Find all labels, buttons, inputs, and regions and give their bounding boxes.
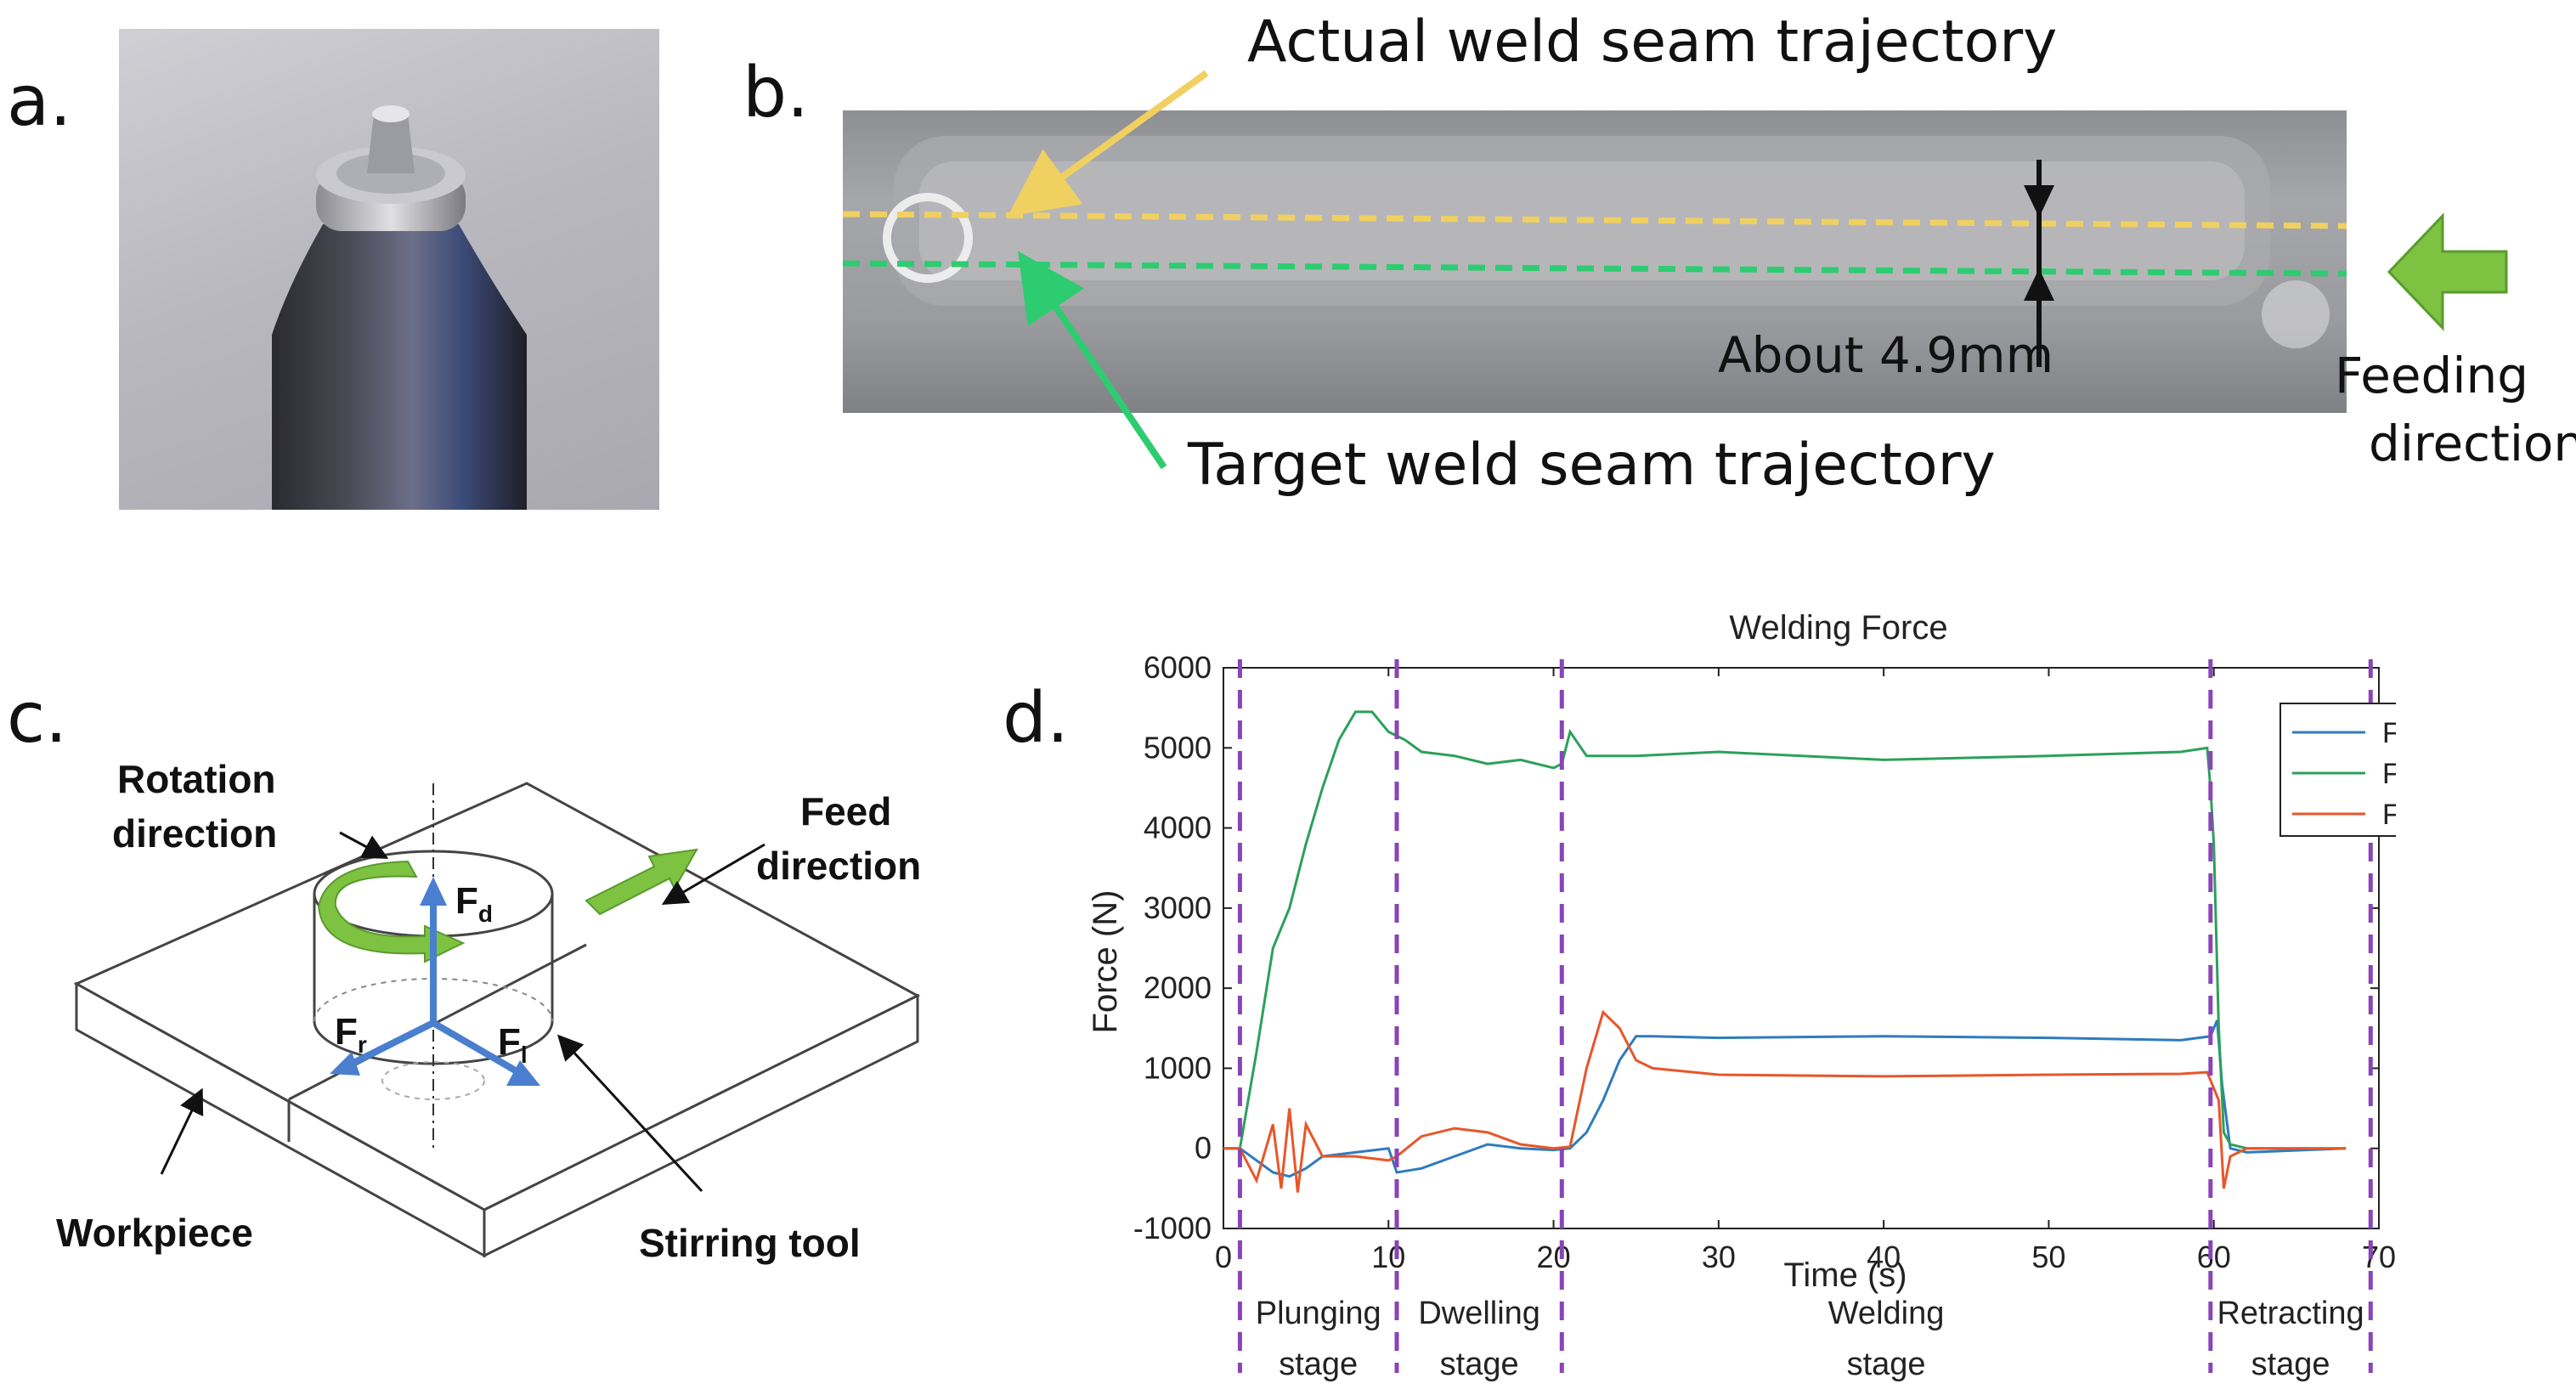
feed-direction-line2: direction [756, 844, 922, 888]
weld-seam-drawing [843, 136, 2347, 348]
stage-label-line2: stage [1279, 1347, 1358, 1382]
fr-label: Fr [335, 1011, 367, 1058]
fl-arrow [431, 1019, 521, 1076]
legend-label-fd: Fd [2382, 758, 2396, 790]
stage-label-line1: Welding [1828, 1296, 1945, 1331]
y-tick-label: 1000 [1144, 1050, 1212, 1085]
welding-force-chart: Welding Force Force (N) Time (s) 0 10 20 30… [1087, 609, 2396, 1382]
feed-leader [661, 843, 765, 906]
y-tick-label: 3000 [1144, 890, 1212, 925]
weld-seam-photo [843, 110, 2347, 413]
panel-label-b: b. [743, 53, 810, 133]
fl-label: Fl [498, 1021, 528, 1068]
tool-photo-drawing [272, 105, 527, 510]
fd-label: Fd [455, 880, 493, 927]
stirring-tool-label: Stirring tool [639, 1221, 861, 1265]
feed-arrow [585, 848, 698, 916]
x-tick-label: 60 [2197, 1240, 2231, 1274]
feeding-direction-line1: Feeding [2335, 347, 2529, 404]
y-tick-label: 2000 [1144, 970, 1212, 1005]
offset-label: About 4.9mm [1718, 326, 2054, 384]
schematic-diagram [73, 782, 921, 1258]
x-axis-label: Time (s) [1783, 1257, 1907, 1294]
series-line-fr [1223, 1009, 2347, 1193]
series-line-fd [1223, 710, 2347, 1150]
plot-frame [1223, 667, 2380, 1229]
feeding-direction-arrow [2387, 212, 2508, 331]
stage-label-line1: Plunging [1256, 1296, 1381, 1331]
rotation-direction-line2: direction [112, 811, 278, 856]
y-tick-label: 4000 [1144, 810, 1212, 845]
feeding-direction-line2: direction [2369, 415, 2576, 472]
fr-arrow [347, 1019, 435, 1069]
stage-label-line2: stage [1440, 1347, 1519, 1382]
workpiece-leader [160, 1087, 204, 1175]
panel-label-c: c. [7, 678, 68, 759]
stage-label-line1: Retracting [2217, 1296, 2364, 1331]
rotation-direction-line1: Rotation [117, 757, 276, 801]
y-tick-label: -1000 [1133, 1211, 1212, 1245]
chart-title: Welding Force [1729, 609, 1947, 647]
x-tick-label: 30 [1702, 1240, 1736, 1274]
x-tick-label: 70 [2362, 1240, 2396, 1274]
stage-label-line2: stage [1847, 1347, 1926, 1382]
workpiece-side [483, 993, 919, 1258]
legend-label-fr: Fr [2382, 799, 2396, 831]
stirring-tool-leader [556, 1034, 703, 1193]
y-tick-label: 6000 [1144, 650, 1212, 685]
feed-direction-line1: Feed [800, 789, 892, 833]
stage-label-line1: Dwelling [1418, 1296, 1540, 1331]
stage-label-line2: stage [2251, 1347, 2330, 1382]
x-tick-label: 50 [2031, 1240, 2065, 1274]
x-tick-label: 10 [1371, 1240, 1405, 1274]
x-tick-label: 0 [1215, 1240, 1232, 1274]
rotation-arrow [317, 860, 466, 963]
workpiece-label: Workpiece [56, 1211, 253, 1255]
y-tick-label: 0 [1195, 1131, 1212, 1166]
x-tick-label: 40 [1867, 1240, 1901, 1274]
panel-label-d: d. [1003, 678, 1070, 759]
y-tick-label: 5000 [1144, 730, 1212, 765]
x-tick-label: 20 [1537, 1240, 1571, 1274]
y-axis-label: Force (N) [1087, 890, 1124, 1034]
rotation-leader [339, 831, 389, 859]
actual-trajectory-label: Actual weld seam trajectory [1247, 8, 2058, 76]
panel-label-a: a. [7, 61, 72, 142]
tool-photo [119, 29, 659, 510]
legend-box [2279, 703, 2396, 837]
legend-label-fl: Fl [2382, 717, 2396, 749]
target-trajectory-label: Target weld seam trajectory [1188, 432, 1996, 499]
